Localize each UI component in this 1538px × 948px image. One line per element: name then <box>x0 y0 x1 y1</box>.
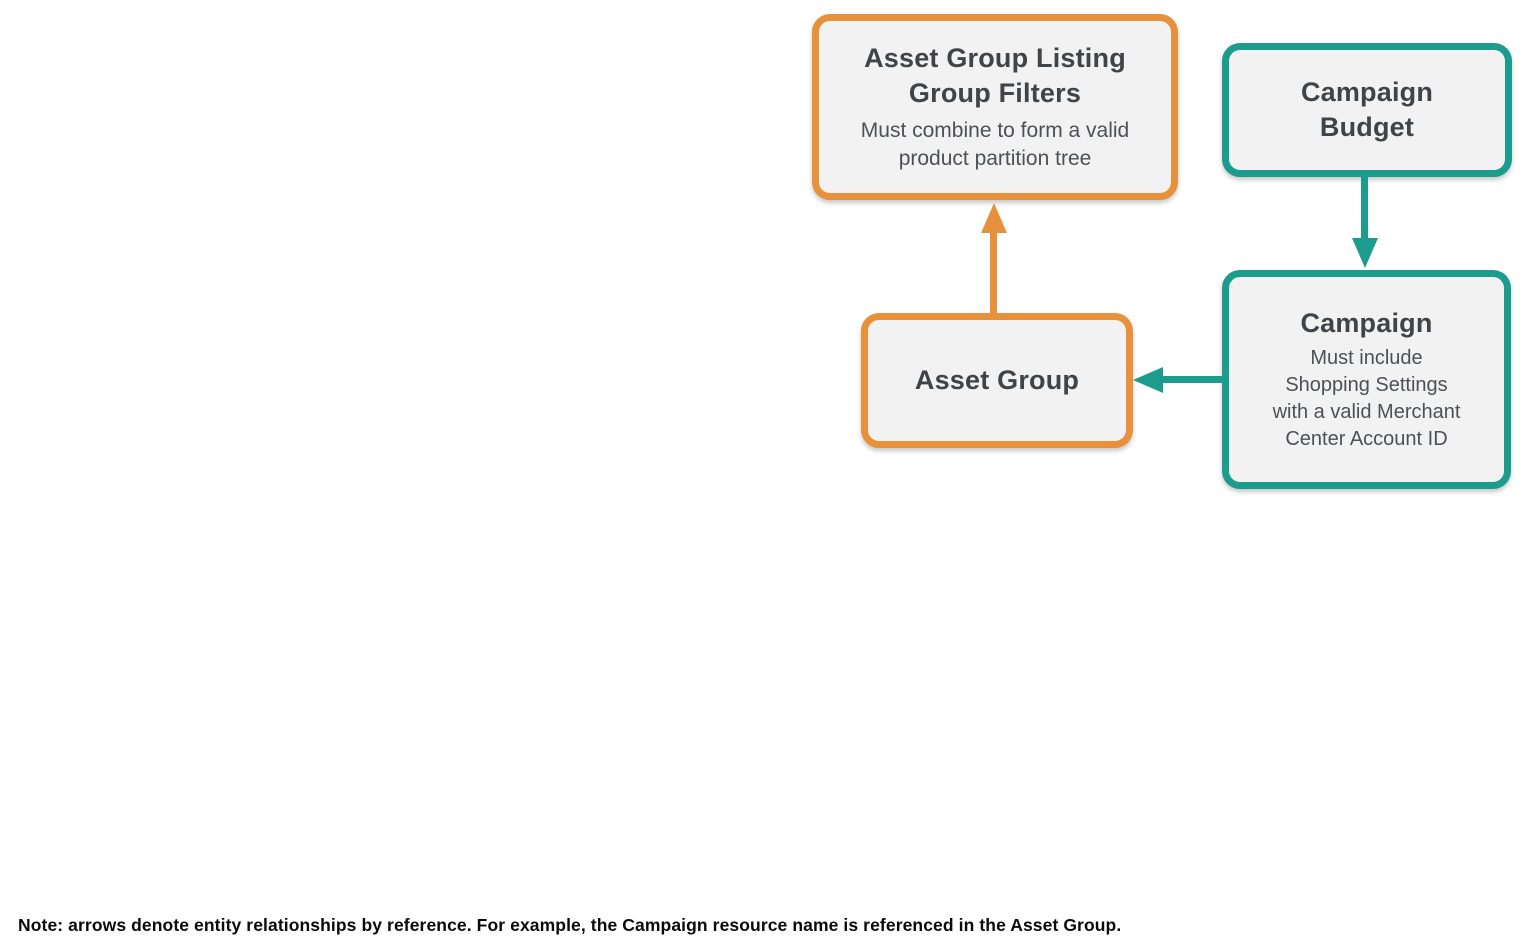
arrow-asset-group-to-filters-shaft <box>990 228 997 313</box>
node-title: Asset Group <box>914 365 1080 395</box>
node-campaign-budget: Campaign Budget <box>1222 43 1512 177</box>
arrow-campaign-to-asset-group-shaft <box>1158 376 1222 383</box>
arrow-left-icon <box>1133 367 1163 393</box>
node-title: Campaign <box>1300 308 1433 338</box>
arrow-campaign-budget-to-campaign-shaft <box>1361 177 1368 241</box>
node-subtitle: Must include Shopping Settings with a va… <box>1272 347 1461 450</box>
arrow-down-icon <box>1352 238 1378 268</box>
node-asset-group: Asset Group <box>861 313 1133 448</box>
node-asset-group-listing-group-filters: Asset Group Listing Group Filters Must c… <box>812 14 1178 200</box>
arrow-up-icon <box>981 203 1007 233</box>
node-title: Asset Group Listing Group Filters <box>864 43 1126 108</box>
node-subtitle: Must combine to form a valid product par… <box>860 119 1130 170</box>
note-text: Note: arrows denote entity relationships… <box>18 915 1122 935</box>
node-campaign: Campaign Must include Shopping Settings … <box>1222 270 1511 489</box>
node-title: Campaign Budget <box>1300 77 1434 142</box>
